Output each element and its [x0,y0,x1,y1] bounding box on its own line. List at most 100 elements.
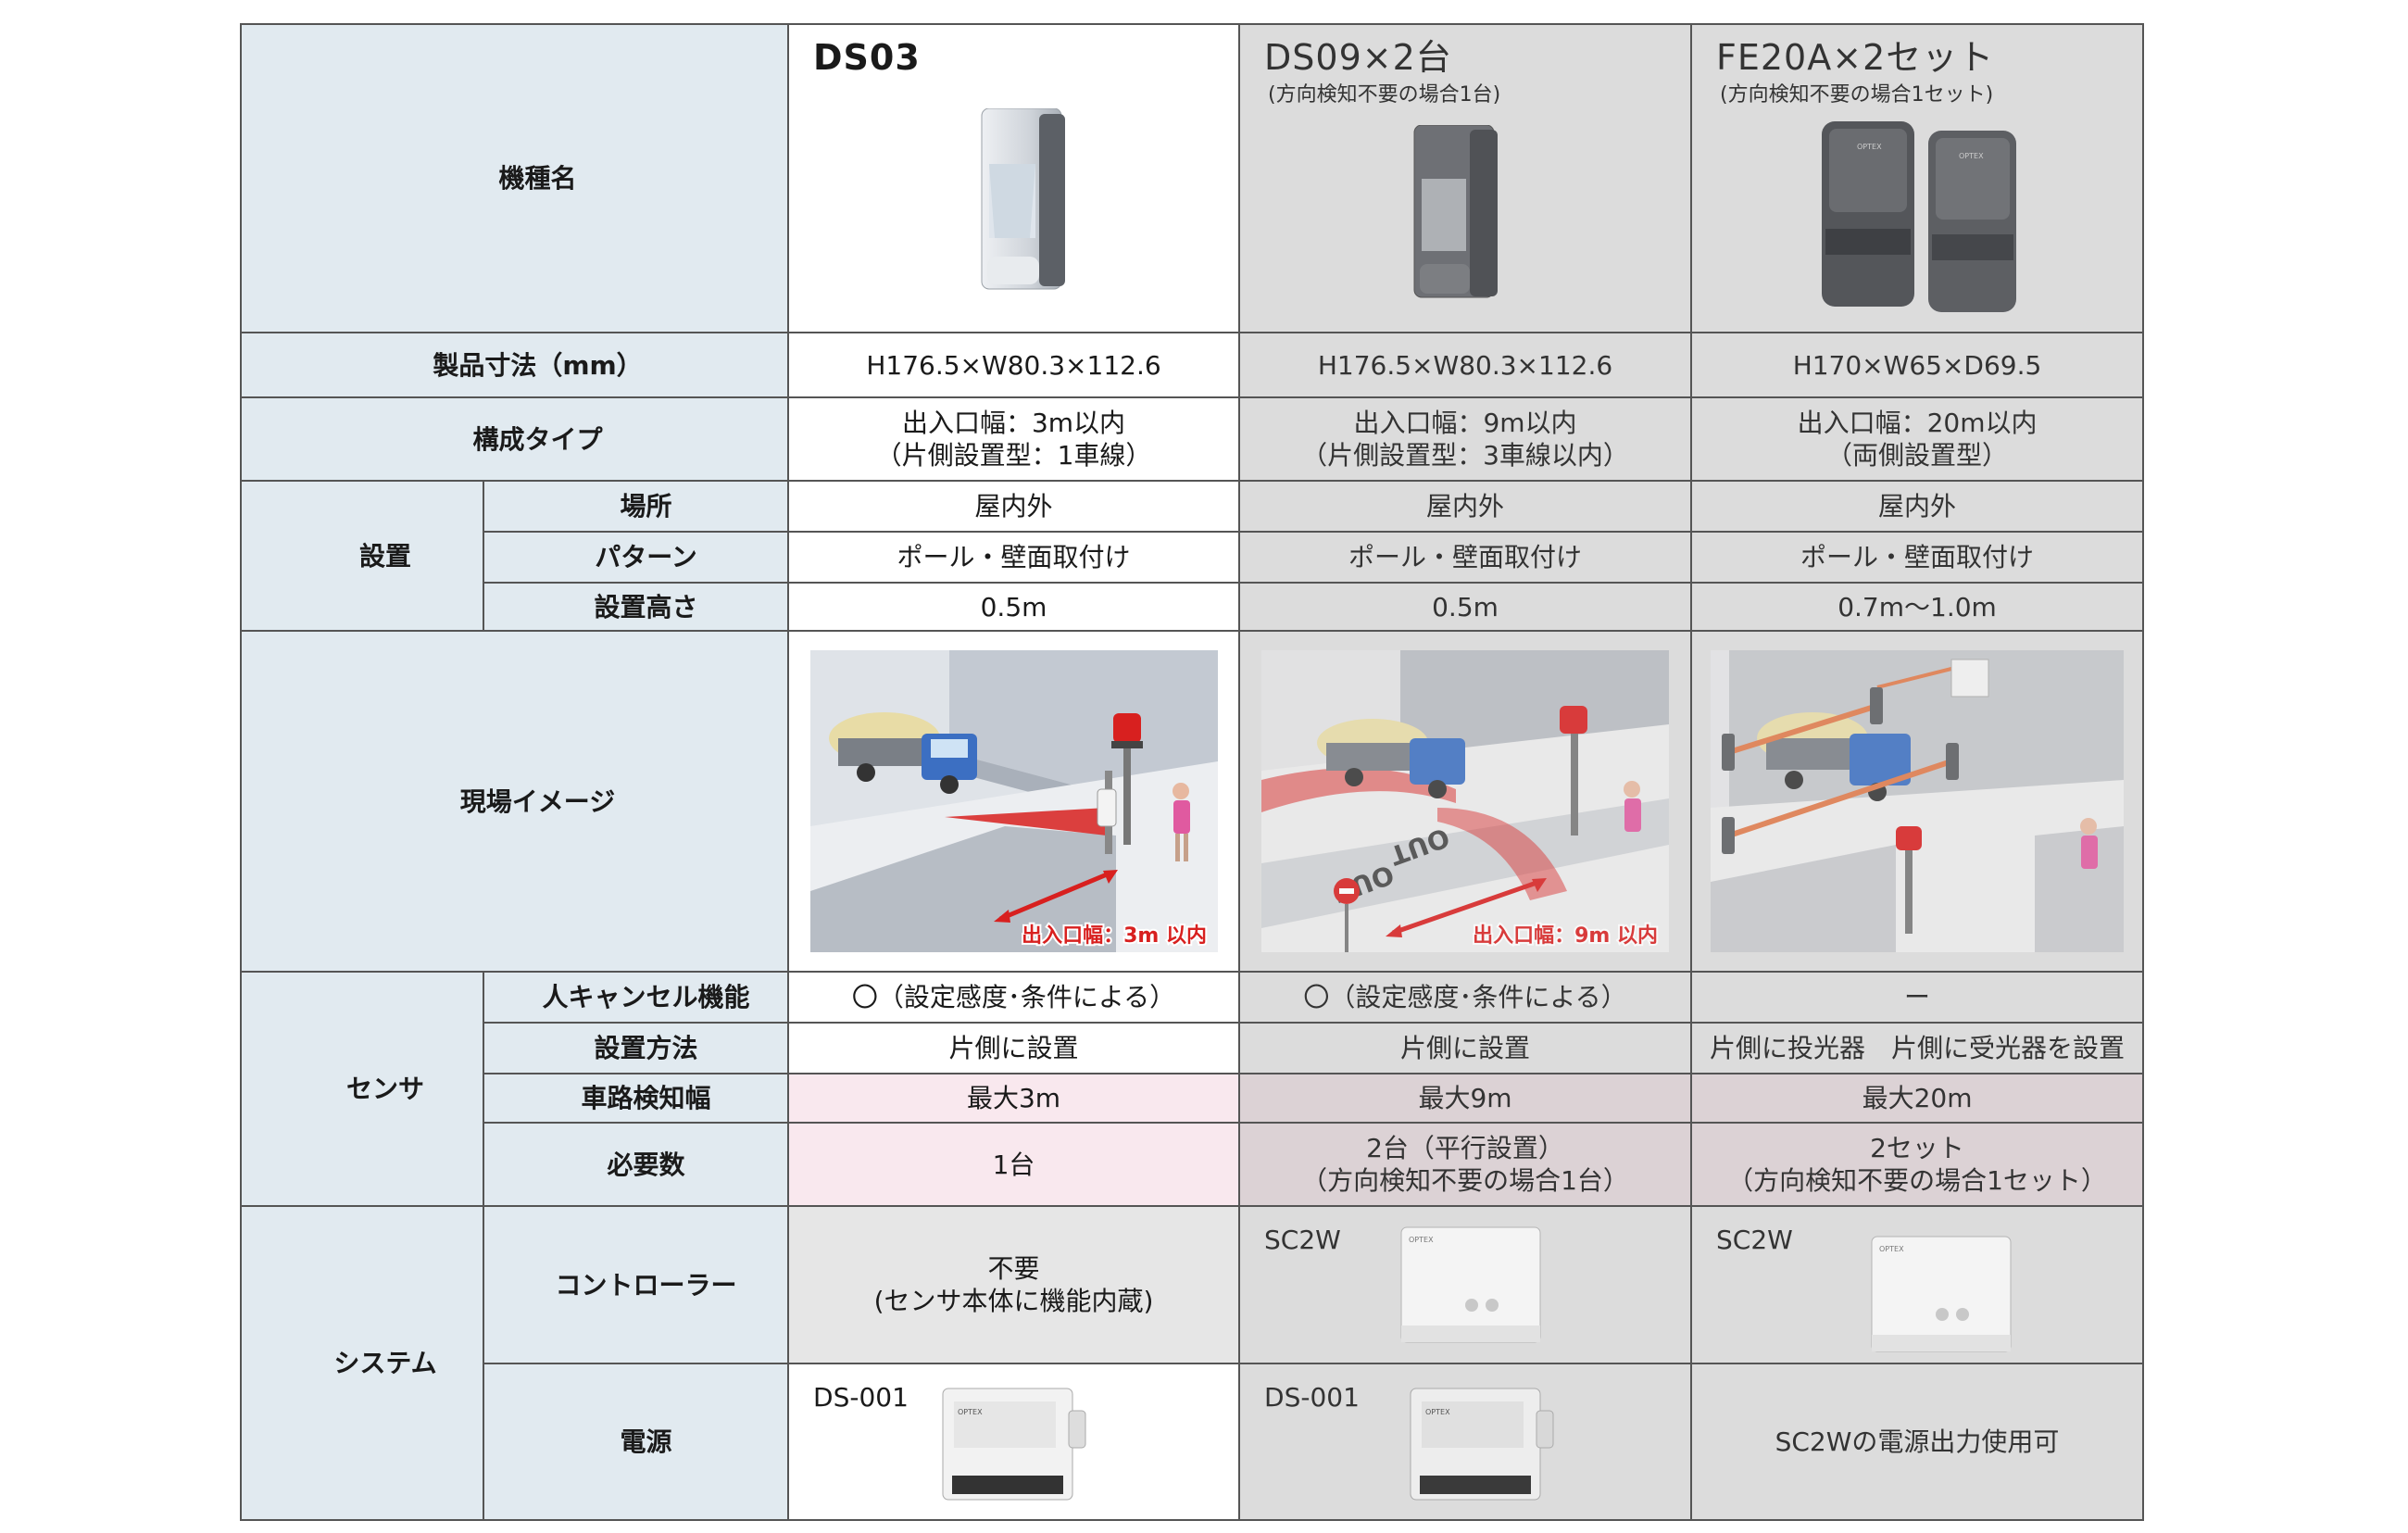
config-line1: 出入口幅：3m以内 [901,408,1126,438]
row-system-controller: システム コントローラー 不要(センサ本体に機能内蔵) SC2W OPTEX S… [240,1205,2145,1521]
scene-cell-3 [1690,630,2145,973]
config-line2: （両側設置型） [1826,440,2009,471]
size-label: 製品寸法（mm） [239,332,790,398]
install-value: 0.5m [1238,582,1693,632]
sc2w-controller-image: OPTEX [1871,1236,2012,1352]
svg-text:OPTEX: OPTEX [1959,152,1984,160]
scene-cell-1: 出入口幅：3m 以内 [787,630,1241,973]
config-line1: 出入口幅：20m以内 [1797,408,2038,438]
power-value: SC2Wの電源出力使用可 [1690,1363,2145,1521]
scene-caption: 出入口幅：3m 以内 [1022,924,1207,948]
sensor-value: 片側に設置 [1238,1022,1693,1074]
config-label: 構成タイプ [239,396,790,482]
install-value: ポール・壁面取付け [1690,531,2145,584]
model-cell-2: DS09×2台 (方向検知不要の場合1台) [1238,23,1693,333]
install-value: 0.5m [787,582,1241,632]
system-label: システム [240,1205,484,1521]
config-line2: （片側設置型：1車線） [875,440,1152,471]
row-model: 機種名 DS03 DS09×2台 (方向検知不要の場合1台) [239,23,2145,333]
config-line2: （片側設置型：3車線以内） [1301,440,1629,471]
sensor-value: 片側に設置 [787,1022,1241,1074]
controller-cell-3: SC2W OPTEX [1690,1205,2145,1364]
install-sub-label: 場所 [482,480,790,533]
model-note: (方向検知不要の場合1台) [1268,83,1501,107]
model-name: DS03 [813,37,921,78]
install-value: 屋内外 [787,480,1241,533]
system-sub-label: コントローラー [482,1205,790,1364]
svg-text:OPTEX: OPTEX [1879,1245,1904,1253]
config-value: 出入口幅：3m以内（片側設置型：1車線） [787,396,1241,482]
row-sensor-width: 車路検知幅 最大3m 最大9m 最大20m [241,1073,2145,1124]
install-sub-label: パターン [482,531,790,584]
power-model: DS-001 [1264,1382,1360,1413]
scene-label: 現場イメージ [239,630,790,973]
power-cell-1: DS-001 OPTEX [787,1363,1241,1521]
svg-text:OPTEX: OPTEX [1409,1236,1434,1244]
controller-value: 不要(センサ本体に機能内蔵) [787,1205,1241,1364]
sensor-value: 最大3m [787,1073,1241,1124]
install-value: 屋内外 [1238,480,1693,533]
scene-ds03-illustration: 出入口幅：3m 以内 [809,650,1218,952]
sensor-value: 片側に投光器 片側に受光器を設置 [1690,1022,2145,1074]
svg-text:OPTEX: OPTEX [1425,1408,1450,1416]
sensor-value: 2セット（方向検知不要の場合1セット） [1690,1122,2145,1207]
sensor-value: 2台（平行設置）（方向検知不要の場合1台） [1238,1122,1693,1207]
sensor-label: センサ [240,971,484,1207]
svg-text:OPTEX: OPTEX [1857,143,1882,151]
row-config: 構成タイプ 出入口幅：3m以内（片側設置型：1車線） 出入口幅：9m以内（片側設… [239,396,2145,482]
scene-ds09-illustration: OUT OUT 出入口幅：9m 以内 [1261,650,1670,952]
install-value: ポール・壁面取付け [1238,531,1693,584]
scene-caption: 出入口幅：9m 以内 [1473,924,1658,948]
size-value: H176.5×W80.3×112.6 [787,332,1241,398]
count-line1: 2セット [1870,1133,1964,1163]
sensor-sub-label: 設置方法 [482,1022,790,1074]
install-label: 設置 [240,480,484,632]
scene-cell-2: OUT OUT 出入口幅：9m 以内 [1238,630,1693,973]
row-system-power: 電源 DS-001 OPTEX DS-001 [241,1363,2145,1521]
model-note: (方向検知不要の場合1セット) [1720,83,1994,107]
scene-fe20a-illustration [1711,650,2125,952]
sensor-value: ー [1690,971,2145,1024]
row-install-location: 設置 場所 屋内外 屋内外 屋内外 [240,480,2145,632]
install-sub-label: 設置高さ [482,582,790,632]
model-name: DS09×2台 [1264,37,1452,78]
sensor-sub-label: 人キャンセル機能 [482,971,790,1024]
controller-line2: (センサ本体に機能内蔵) [873,1286,1154,1316]
install-value: ポール・壁面取付け [787,531,1241,584]
config-line1: 出入口幅：9m以内 [1353,408,1577,438]
sensor-sub-label: 必要数 [482,1122,790,1207]
power-cell-2: DS-001 OPTEX [1238,1363,1693,1521]
sensor-value: 〇（設定感度･条件による） [787,971,1241,1024]
config-value: 出入口幅：20m以内（両側設置型） [1690,396,2145,482]
install-value: 0.7m～1.0m [1690,582,2145,632]
system-sub-label: 電源 [482,1363,790,1521]
row-sensor-method: 設置方法 片側に設置 片側に設置 片側に投光器 片側に受光器を設置 [241,1022,2145,1074]
row-install-pattern: パターン ポール・壁面取付け ポール・壁面取付け ポール・壁面取付け [241,531,2145,584]
fe20a-sensor-image: OPTEX OPTEX [1822,121,2017,312]
model-cell-1: DS03 [787,23,1241,333]
count-line1: 1台 [992,1149,1035,1180]
size-value: H170×W65×D69.5 [1690,332,2145,398]
row-size: 製品寸法（mm） H176.5×W80.3×112.6 H176.5×W80.3… [239,332,2145,398]
ds001-power-unit-image: OPTEX [1410,1388,1554,1501]
row-install-height: 設置高さ 0.5m 0.5m 0.7m～1.0m [241,582,2145,632]
model-cell-3: FE20A×2セット (方向検知不要の場合1セット) OPTEX OPTEX [1690,23,2145,333]
row-sensor-cancel: センサ 人キャンセル機能 〇（設定感度･条件による） 〇（設定感度･条件による）… [240,971,2145,1207]
sc2w-controller-image: OPTEX [1400,1226,1541,1343]
sensor-value: 最大9m [1238,1073,1693,1124]
ds001-power-unit-image: OPTEX [942,1388,1086,1501]
model-label: 機種名 [239,23,790,333]
controller-model: SC2W [1716,1225,1793,1255]
sensor-value: 最大20m [1690,1073,2145,1124]
sensor-value: 1台 [787,1122,1241,1207]
count-line2: （方向検知不要の場合1台） [1301,1165,1629,1196]
ds03-sensor-image [981,108,1066,290]
controller-cell-2: SC2W OPTEX [1238,1205,1693,1364]
model-name: FE20A×2セット [1716,37,1995,78]
count-line2: （方向検知不要の場合1セット） [1727,1165,2107,1196]
sensor-value: 〇（設定感度･条件による） [1238,971,1693,1024]
config-value: 出入口幅：9m以内（片側設置型：3車線以内） [1238,396,1693,482]
controller-line1: 不要 [987,1253,1040,1284]
size-value: H176.5×W80.3×112.6 [1238,332,1693,398]
sensor-sub-label: 車路検知幅 [482,1073,790,1124]
